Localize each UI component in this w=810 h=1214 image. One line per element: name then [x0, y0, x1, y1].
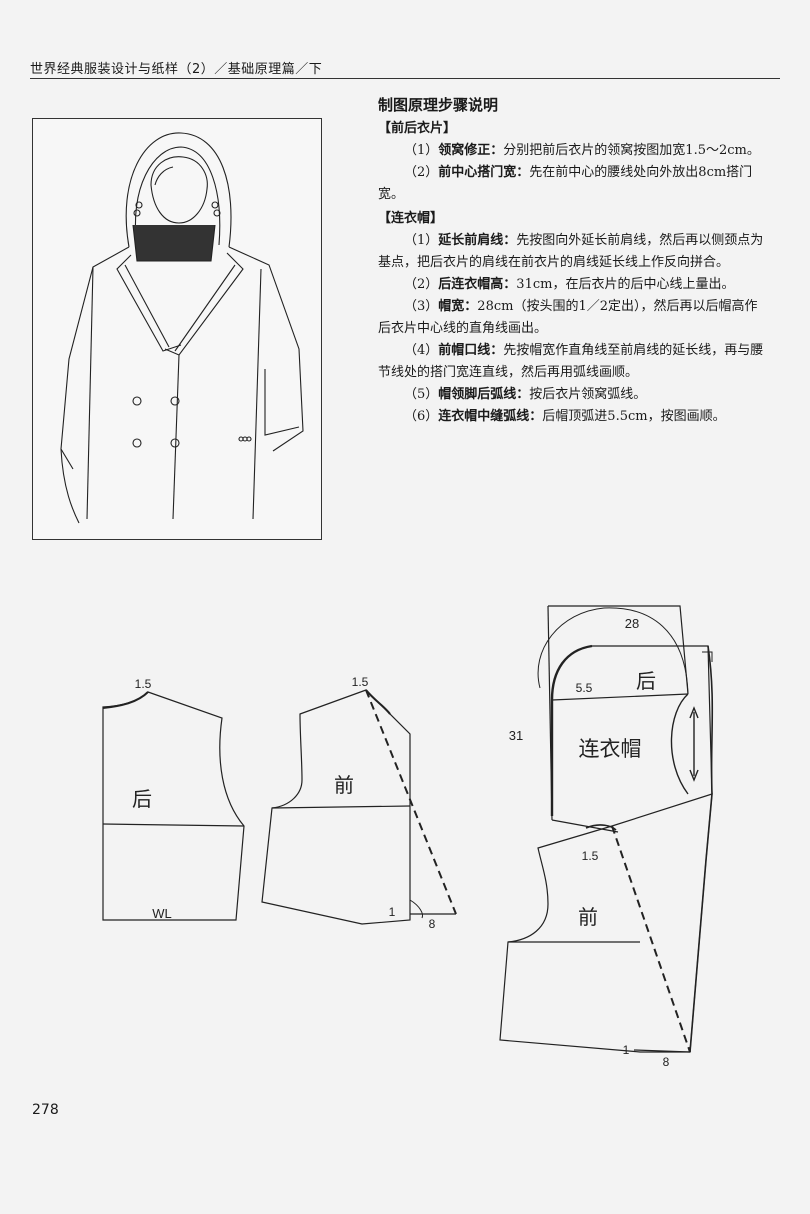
hood-back-label: 后: [636, 670, 656, 693]
pattern-diagram: 1.5 后 WL 1.5 前 1 8 28 5.5 后 31 连衣帽 1: [102, 605, 714, 1069]
hood-label: 连衣帽: [579, 738, 642, 761]
instructions-title: 制图原理步骤说明: [378, 96, 499, 114]
front-neck-label: 1.5: [352, 675, 369, 689]
hood-curve-label: 5.5: [576, 681, 593, 695]
front-hem-8: 8: [429, 917, 436, 931]
front-label: 前: [334, 774, 354, 797]
back-bodice: [102, 691, 245, 921]
step-item: （3）帽宽：28cm（按头围的1／2定出），然后再以后帽高作后衣片中心线的直角线…: [378, 299, 758, 336]
back-label: 后: [132, 788, 152, 811]
step-item: （1）延长前肩线：先按图向外延长前肩线，然后再以侧颈点为基点，把后衣片的肩线在前…: [378, 233, 764, 270]
page-number: 278: [32, 1102, 59, 1118]
step-item: （4）前帽口线：先按帽宽作直角线至前肩线的延长线，再与腰节线处的搭门宽连直线，然…: [378, 343, 764, 380]
step-item: （1）领窝修正：分别把前后衣片的领窝按图加宽1.5～2cm。: [404, 143, 760, 158]
instructions: 制图原理步骤说明 【前后衣片】 （1）领窝修正：分别把前后衣片的领窝按图加宽1.…: [378, 94, 768, 428]
wl-label: WL: [152, 906, 172, 921]
front-bodice: [261, 689, 457, 925]
hood-width-label: 28: [625, 616, 639, 631]
running-header: 世界经典服装设计与纸样（2）／基础原理篇／下: [30, 62, 323, 77]
step-item: （5）帽领脚后弧线：按后衣片领窝弧线。: [404, 387, 647, 402]
step-item: （6）连衣帽中缝弧线：后帽顶弧进5.5cm，按图画顺。: [404, 409, 726, 424]
back-neck-label: 1.5: [135, 677, 152, 691]
hood-height-label: 31: [509, 728, 523, 743]
hood-front-label: 前: [578, 906, 598, 929]
hood-hem-1: 1: [623, 1043, 630, 1057]
front-hem-1: 1: [389, 905, 396, 919]
hood-draft: [499, 605, 714, 1053]
step-item: （2）后连衣帽高：31cm，在后衣片的后中心线上量出。: [404, 277, 735, 292]
section-front-back: 【前后衣片】: [378, 121, 457, 136]
coat-illustration: [32, 118, 322, 540]
header-rule: [30, 78, 780, 79]
hooded-coat-drawing: [60, 132, 304, 524]
step-item: （2）前中心搭门宽：先在前中心的腰线处向外放出8cm搭门宽。: [378, 165, 753, 202]
hood-neck-label: 1.5: [582, 849, 599, 863]
hood-hem-8: 8: [663, 1055, 670, 1069]
section-hood: 【连衣帽】: [378, 211, 444, 226]
